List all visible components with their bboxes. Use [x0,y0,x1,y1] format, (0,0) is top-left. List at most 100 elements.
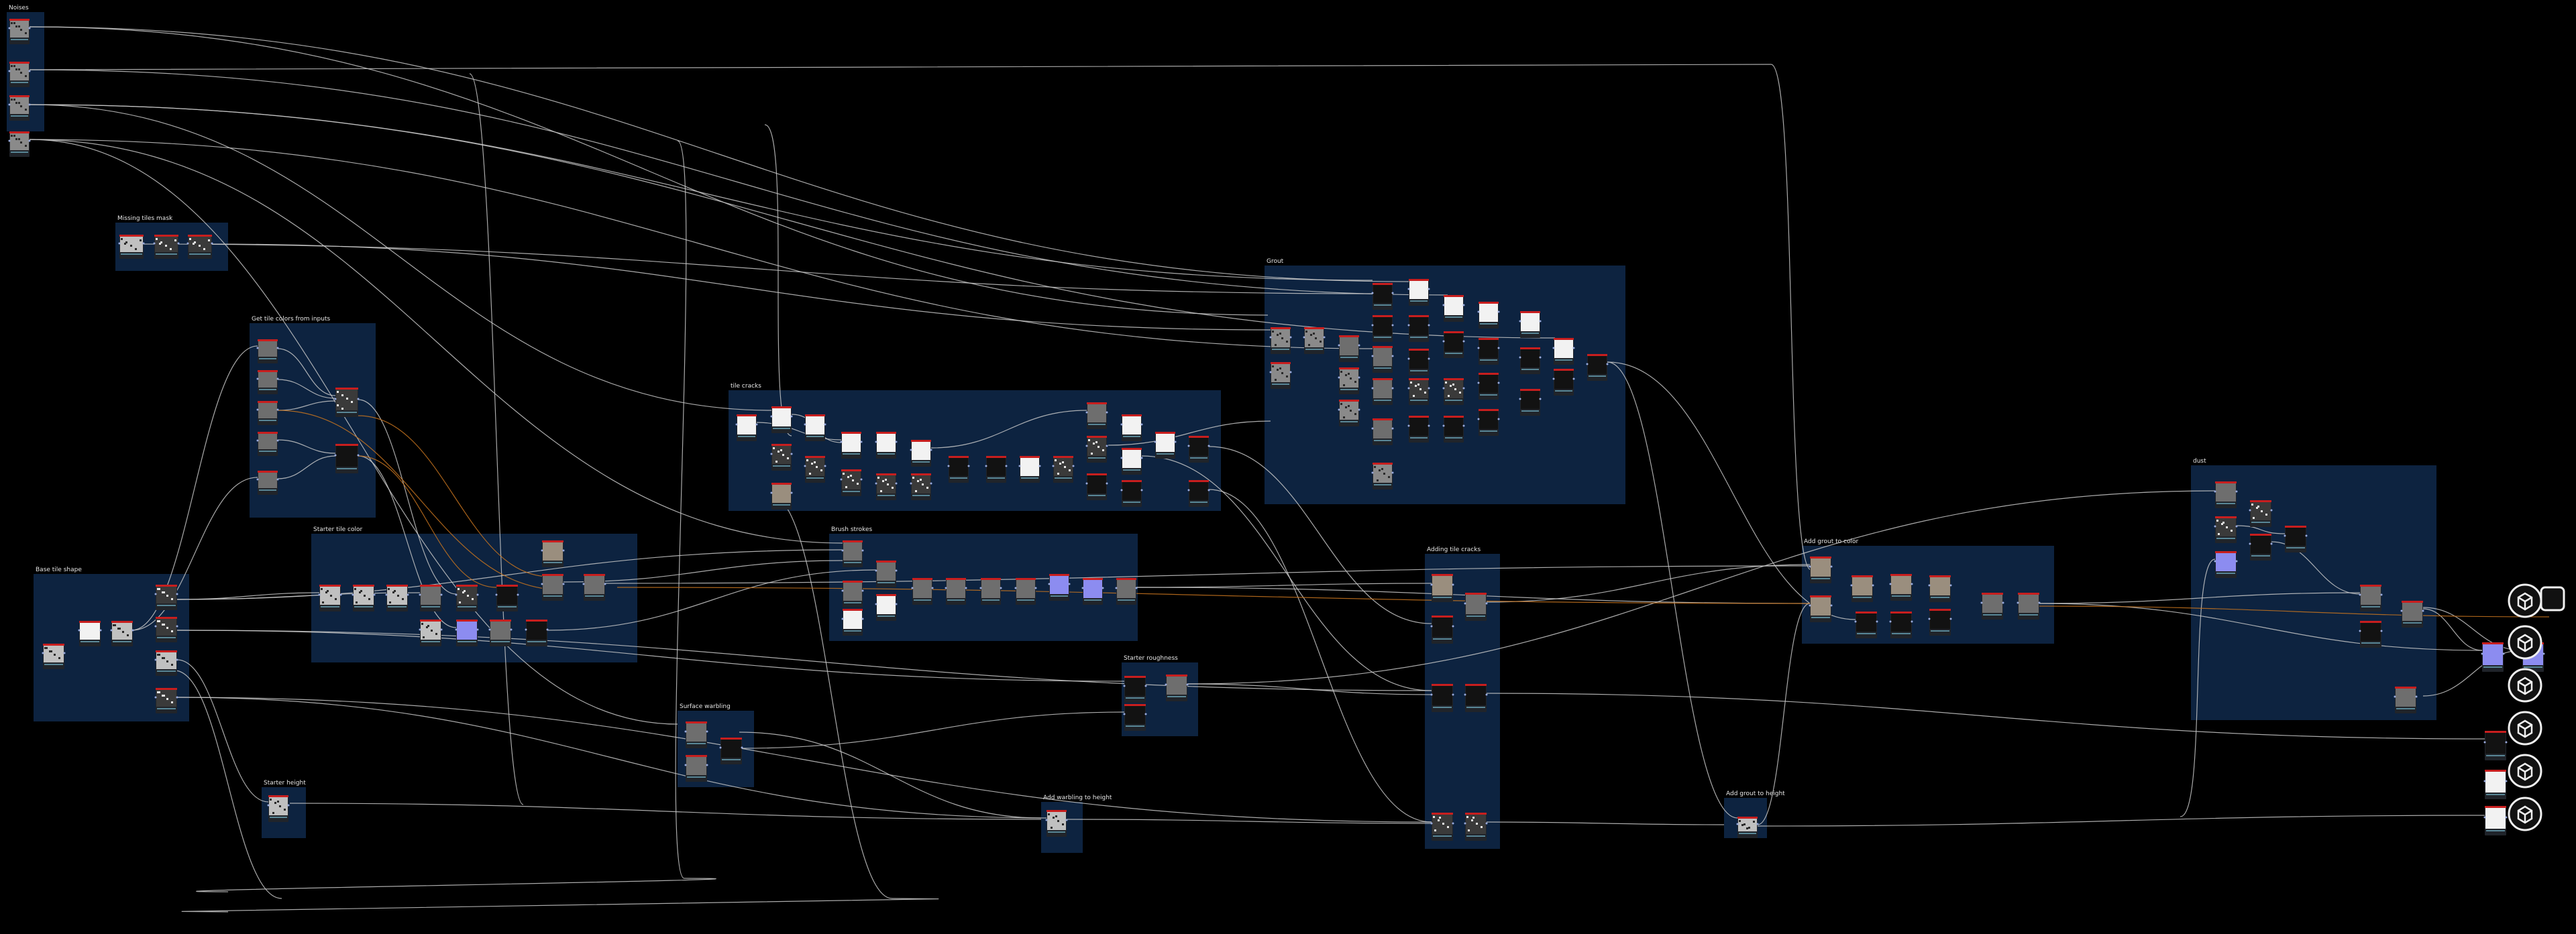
graph-node[interactable] [1464,684,1488,712]
node-input-pin[interactable] [1371,355,1374,357]
node-input-pin[interactable] [1850,584,1853,587]
node-output-pin[interactable] [1497,382,1500,384]
node-output-pin[interactable] [1497,418,1500,420]
graph-node[interactable] [1464,593,1488,621]
node-output-pin[interactable] [2235,490,2238,493]
node-output-pin[interactable] [930,449,932,451]
node-output-pin[interactable] [176,658,178,661]
node-input-pin[interactable] [1442,340,1445,343]
graph-node[interactable] [875,561,898,587]
node-output-pin[interactable] [1462,304,1465,306]
node-output-pin[interactable] [1462,387,1465,390]
node-input-pin[interactable] [1442,387,1445,390]
node-output-pin[interactable] [931,587,934,589]
graph-node[interactable] [1430,813,1454,841]
graph-node[interactable] [1371,418,1394,445]
graph-node[interactable] [1123,704,1147,731]
node-input-pin[interactable] [804,423,806,426]
graph-node[interactable] [110,621,134,646]
node-output-pin[interactable] [1539,320,1542,323]
graph-node[interactable] [1338,367,1360,394]
node-input-pin[interactable] [541,549,543,552]
graph-node[interactable] [1269,362,1292,389]
graph-node[interactable] [2359,621,2383,648]
node-input-pin[interactable] [419,628,421,631]
connection-wire[interactable] [547,569,877,631]
node-output-pin[interactable] [1072,465,1075,467]
graph-node[interactable] [2359,585,2383,611]
node-output-pin[interactable] [1428,324,1430,327]
graph-node[interactable] [1519,389,1542,416]
graph-node[interactable] [875,594,898,621]
graph-node[interactable] [1889,611,1913,638]
graph-node[interactable] [2481,642,2505,672]
connection-wire[interactable] [1208,446,1432,624]
connection-wire[interactable] [2271,541,2361,595]
node-output-pin[interactable] [1872,584,1874,587]
node-output-pin[interactable] [1034,587,1037,589]
graph-node[interactable] [1187,480,1210,507]
graph-node[interactable] [910,473,932,500]
node-output-pin[interactable] [1208,489,1210,491]
connection-wire[interactable] [131,477,258,631]
connection-wire[interactable] [2236,525,2286,534]
connection-wire[interactable] [358,455,457,628]
frame-tile-cracks[interactable]: tile cracks [729,383,1221,511]
node-input-pin[interactable] [2483,780,2486,782]
graph-node[interactable] [78,621,102,646]
node-output-pin[interactable] [1038,465,1041,467]
connection-wire[interactable] [2422,607,2523,651]
connection-wire[interactable] [1486,564,1811,603]
graph-node[interactable] [1736,817,1759,838]
connection-wire[interactable] [2039,605,2550,618]
node-input-pin[interactable] [911,587,914,589]
node-input-pin[interactable] [2481,652,2483,655]
connection-wire[interactable] [176,697,1432,823]
node-output-pin[interactable] [63,652,66,654]
node-input-pin[interactable] [419,593,421,596]
node-output-pin[interactable] [1106,411,1108,414]
node-output-pin[interactable] [142,242,145,245]
node-output-pin[interactable] [211,242,213,245]
node-input-pin[interactable] [1120,423,1123,426]
node-output-pin[interactable] [177,242,180,245]
node-output-pin[interactable] [2235,525,2238,528]
node-input-pin[interactable] [1154,441,1157,443]
node-output-pin[interactable] [1102,587,1104,589]
node-output-pin[interactable] [1358,408,1360,411]
node-output-pin[interactable] [604,583,606,585]
graph-node[interactable] [1187,436,1210,463]
graph-node[interactable] [1303,327,1326,354]
output-node[interactable] [2508,754,2542,789]
node-input-pin[interactable] [804,465,806,467]
graph-node[interactable] [1809,595,1833,622]
graph-node[interactable] [1430,574,1454,602]
node-output-pin[interactable] [2002,601,2004,604]
node-input-pin[interactable] [110,629,113,632]
node-output-pin[interactable] [1462,424,1465,427]
node-output-pin[interactable] [2380,630,2383,632]
node-output-pin[interactable] [1140,423,1143,426]
graph-node[interactable] [1045,810,1068,837]
node-input-pin[interactable] [2214,525,2216,528]
node-input-pin[interactable] [78,629,80,632]
node-input-pin[interactable] [1187,489,1190,491]
graph-node[interactable] [8,95,31,121]
connection-wire[interactable] [29,26,1269,316]
graph-node[interactable] [735,414,758,441]
node-output-pin[interactable] [99,629,102,632]
connection-wire[interactable] [277,439,336,454]
node-input-pin[interactable] [1014,587,1017,589]
connection-wire[interactable] [1108,420,1271,446]
node-output-pin[interactable] [824,465,826,467]
connection-wire[interactable] [2039,603,2483,651]
node-output-pin[interactable] [2270,542,2273,545]
node-output-pin[interactable] [373,593,376,596]
node-output-pin[interactable] [1391,355,1394,357]
node-input-pin[interactable] [735,423,738,426]
node-input-pin[interactable] [2400,609,2403,612]
node-input-pin[interactable] [841,549,844,552]
connection-wire[interactable] [741,711,1125,749]
node-input-pin[interactable] [1338,376,1340,379]
graph-node[interactable] [42,644,66,669]
